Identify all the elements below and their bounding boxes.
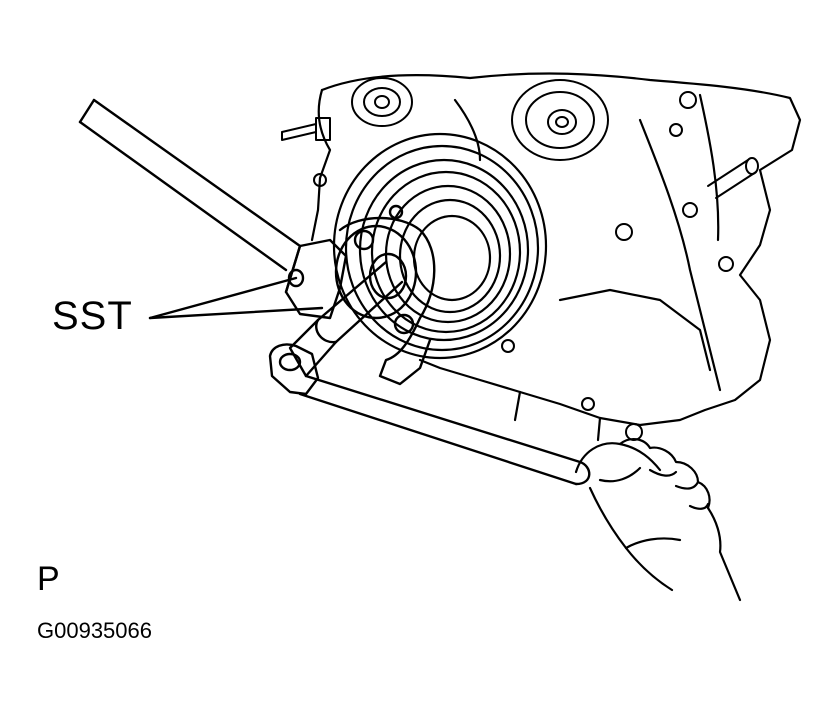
socket-extension-bar — [288, 260, 404, 378]
rod-right — [707, 157, 759, 199]
engine-block-outline — [310, 72, 802, 442]
sst-callout-label: SST — [52, 294, 133, 338]
idler-pulley-left — [351, 77, 413, 127]
view-code: P — [37, 560, 60, 598]
figure-id: G00935066 — [37, 618, 152, 643]
engine-bolts — [313, 91, 734, 441]
breaker-bar — [268, 343, 591, 486]
idler-pulley-right — [511, 79, 609, 161]
sst-callout-leaders — [148, 276, 324, 320]
crankshaft-pulley — [332, 132, 548, 360]
sst-holding-tool — [284, 204, 436, 386]
sst-long-handle — [78, 98, 302, 272]
hand-illustration — [574, 438, 742, 602]
stud-bolt-left — [281, 117, 331, 141]
